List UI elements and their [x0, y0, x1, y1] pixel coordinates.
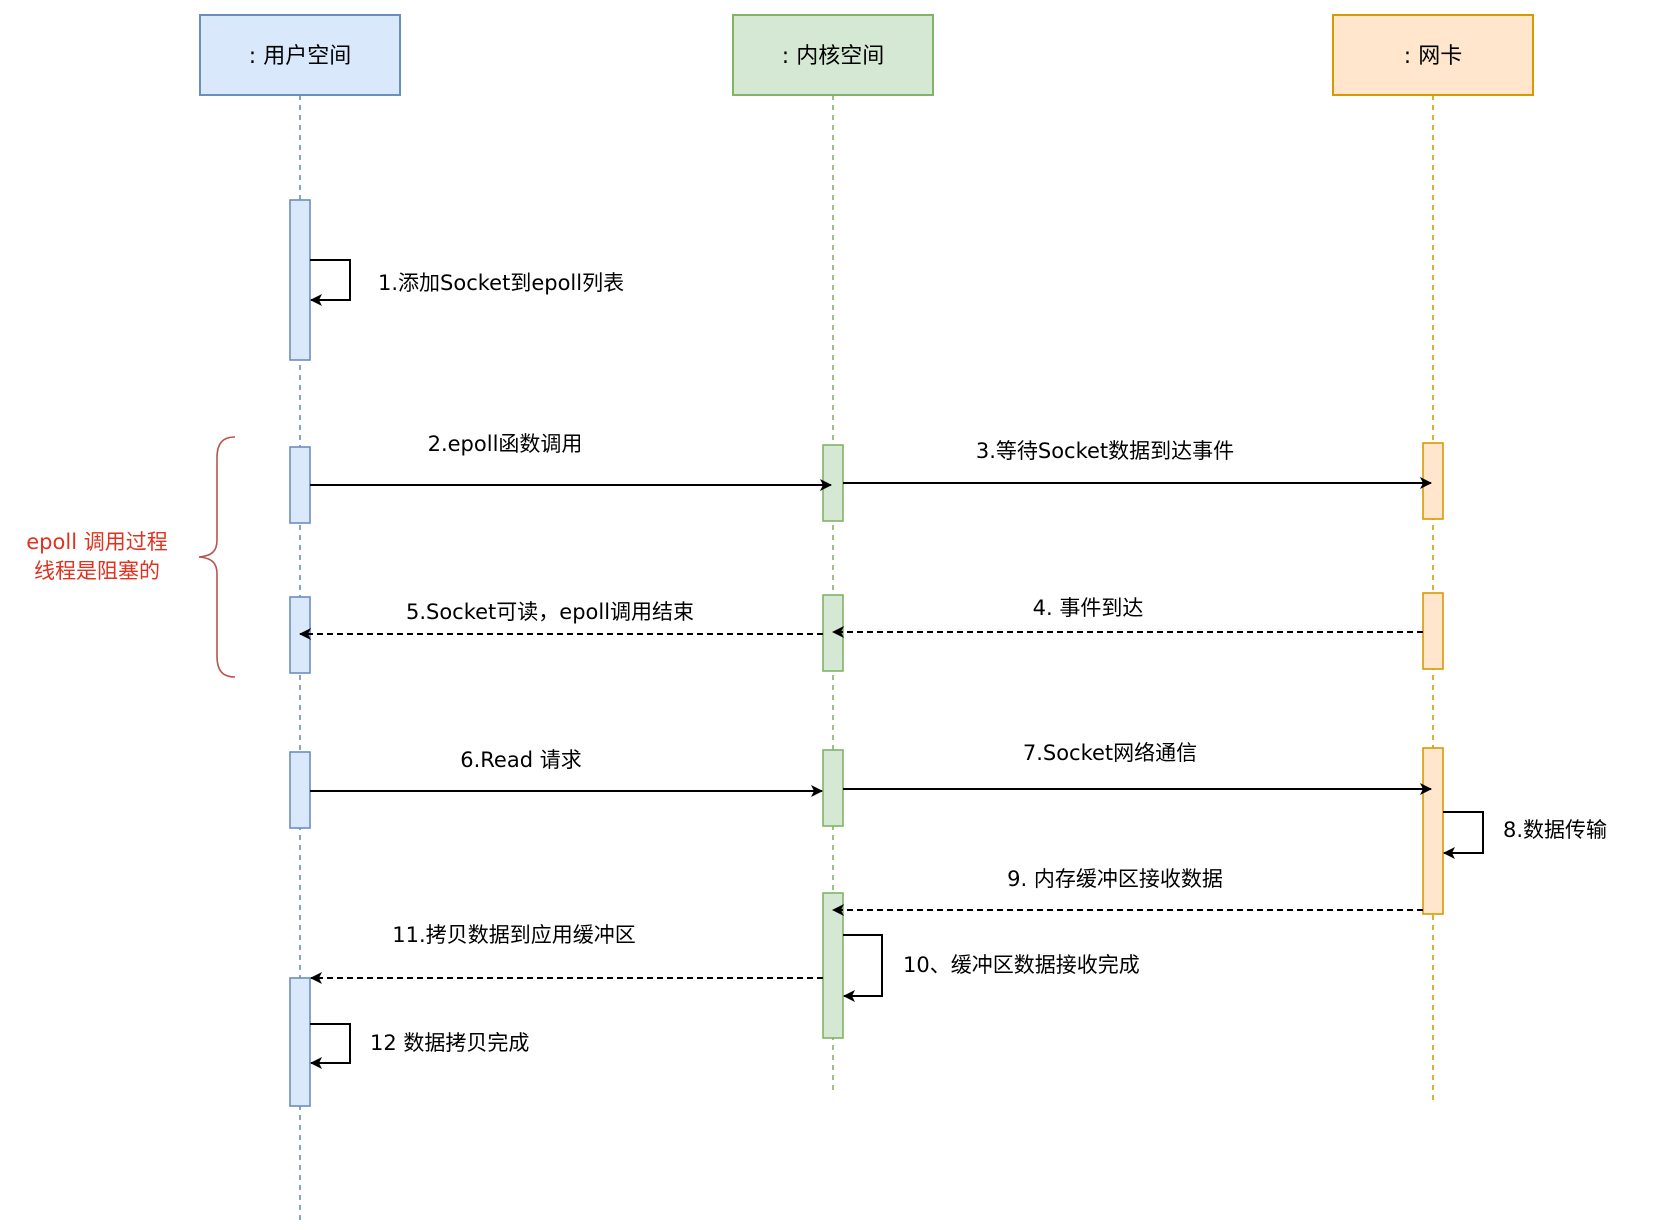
activation-user-2 [289, 446, 311, 524]
message-3-label: 3.等待Socket数据到达事件 [976, 439, 1234, 463]
activation-nic-2 [1422, 592, 1444, 670]
message-12-arrow [310, 1023, 351, 1069]
message-10: 10、缓冲区数据接收完成 [843, 934, 1140, 1002]
activation-nic-1 [1422, 442, 1444, 520]
participant-user: : 用户空间 [199, 14, 401, 96]
participant-nic: : 网卡 [1332, 14, 1534, 96]
message-2: 2.epoll函数调用 [310, 432, 832, 491]
participant-user-box [199, 14, 401, 96]
message-3: 3.等待Socket数据到达事件 [843, 439, 1432, 489]
message-4-label: 4. 事件到达 [1033, 596, 1144, 620]
message-1-arrow [310, 259, 351, 306]
participant-nic-label: : 网卡 [1404, 44, 1462, 69]
message-10-label: 10、缓冲区数据接收完成 [903, 953, 1140, 977]
blocking-note: epoll 调用过程 线程是阻塞的 [26, 436, 236, 678]
message-8: 8.数据传输 [1443, 811, 1607, 859]
message-5: 5.Socket可读，epoll调用结束 [299, 600, 823, 640]
message-11-label: 11.拷贝数据到应用缓冲区 [392, 923, 635, 947]
activation-user-5 [289, 977, 311, 1107]
note-brace [198, 436, 236, 678]
message-8-arrow [1443, 811, 1484, 859]
message-6: 6.Read 请求 [310, 748, 823, 797]
message-9-label: 9. 内存缓冲区接收数据 [1007, 867, 1223, 891]
participant-kernel: : 内核空间 [732, 14, 934, 96]
activation-kernel-4 [822, 892, 844, 1039]
message-10-arrow [843, 934, 883, 1002]
message-9: 9. 内存缓冲区接收数据 [832, 867, 1423, 916]
activation-kernel-1 [822, 444, 844, 522]
participant-nic-box [1332, 14, 1534, 96]
message-1-label: 1.添加Socket到epoll列表 [378, 271, 624, 295]
message-6-label: 6.Read 请求 [460, 748, 581, 772]
activation-user-1 [289, 199, 311, 361]
participant-user-label: : 用户空间 [249, 44, 351, 69]
message-11: 11.拷贝数据到应用缓冲区 [310, 923, 823, 984]
message-7-label: 7.Socket网络通信 [1023, 741, 1197, 765]
message-8-label: 8.数据传输 [1503, 818, 1607, 842]
message-7: 7.Socket网络通信 [843, 741, 1432, 795]
activation-nic-3 [1422, 747, 1444, 915]
activation-user-4 [289, 751, 311, 829]
activation-kernel-3 [822, 749, 844, 827]
note-line-1: epoll 调用过程 [26, 530, 167, 554]
participant-kernel-box [732, 14, 934, 96]
message-1: 1.添加Socket到epoll列表 [310, 259, 624, 306]
participant-kernel-label: : 内核空间 [782, 44, 884, 69]
message-2-label: 2.epoll函数调用 [428, 432, 583, 456]
message-4: 4. 事件到达 [832, 596, 1423, 638]
message-12-label: 12 数据拷贝完成 [370, 1031, 529, 1055]
note-line-2: 线程是阻塞的 [34, 559, 160, 583]
message-5-label: 5.Socket可读，epoll调用结束 [406, 600, 694, 624]
message-12: 12 数据拷贝完成 [310, 1023, 529, 1069]
